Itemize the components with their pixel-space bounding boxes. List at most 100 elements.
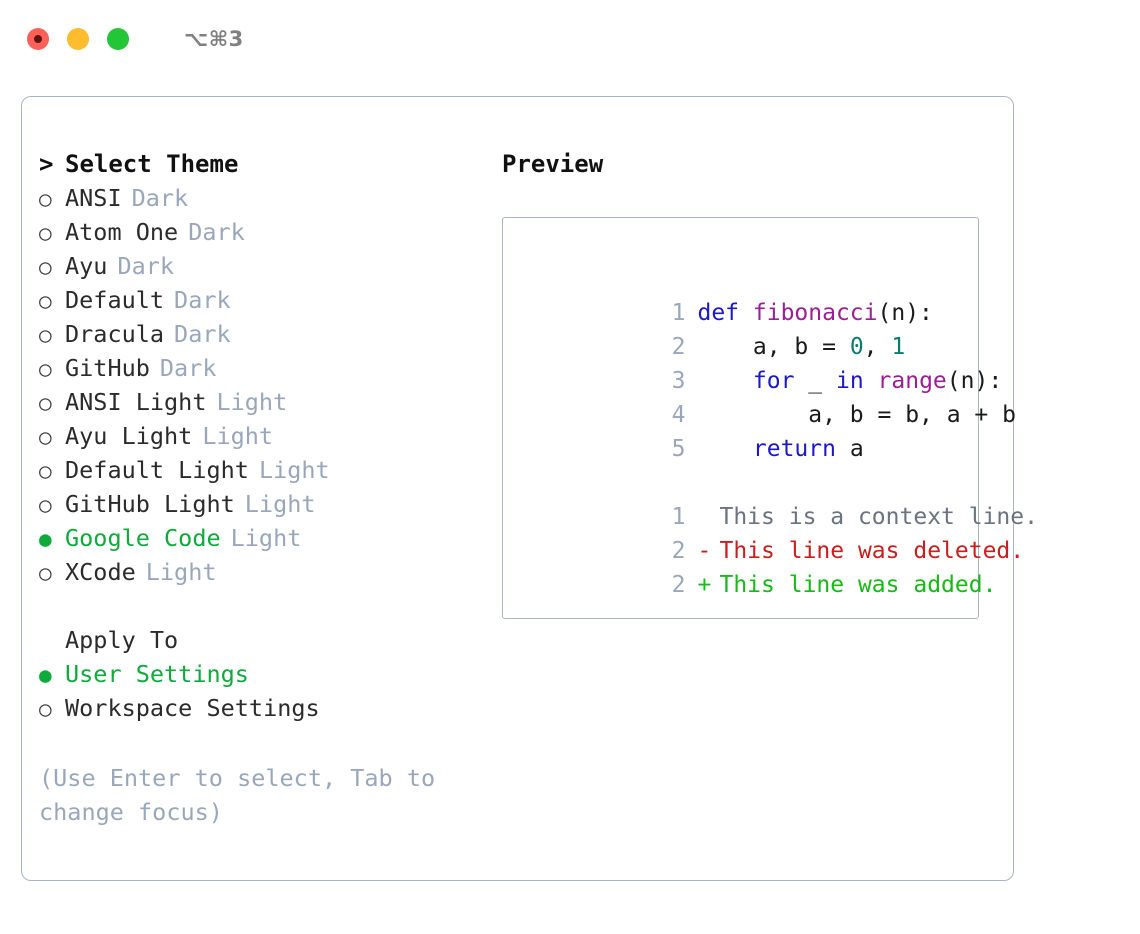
- radio-unselected-icon: ○: [39, 289, 52, 313]
- code-token: fibonacci: [752, 300, 878, 326]
- theme-option-label: XCode: [65, 558, 136, 586]
- code-token: (n):: [946, 368, 1003, 394]
- keyboard-hint: (Use Enter to select, Tab to change focu…: [39, 761, 449, 829]
- line-number: 3: [671, 368, 686, 394]
- theme-option-label: Dracula: [65, 320, 165, 348]
- code-line: 5 return a: [521, 398, 978, 462]
- theme-option-label: ANSI Light: [65, 388, 207, 416]
- theme-variant-tag: Light: [202, 422, 274, 450]
- diff-text: This is a context line.: [719, 504, 1038, 530]
- diff-marker: +: [697, 572, 712, 598]
- radio-unselected-icon: ○: [39, 425, 52, 449]
- theme-option-label: ANSI: [65, 184, 122, 212]
- theme-variant-tag: Light: [258, 456, 330, 484]
- diff-line-added: 2 + This line was added.: [521, 534, 997, 598]
- code-token: range: [877, 368, 947, 394]
- diff-text: This line was added.: [719, 572, 997, 598]
- line-number: 2: [671, 334, 686, 360]
- radio-unselected-icon: ○: [39, 493, 52, 517]
- code-token: a, b =: [697, 334, 850, 360]
- code-line: 3 for _ in range(n):: [521, 330, 1003, 394]
- theme-option-github-light[interactable]: ○ GitHub Light Light: [39, 487, 469, 521]
- line-number: 5: [671, 436, 686, 462]
- theme-variant-tag: Dark: [174, 320, 231, 348]
- code-token: a: [835, 436, 864, 462]
- radio-unselected-icon: ○: [39, 221, 52, 245]
- theme-variant-tag: Light: [145, 558, 217, 586]
- code-token: [864, 368, 878, 394]
- keyboard-shortcut-label: ⌥⌘3: [184, 27, 244, 51]
- maximize-window-button[interactable]: [107, 28, 129, 50]
- code-line: 2 a, b = 0, 1: [521, 296, 978, 360]
- theme-option-github[interactable]: ○ GitHub Dark: [39, 351, 469, 385]
- code-token: [697, 436, 752, 462]
- theme-picker-heading: > Select Theme: [39, 147, 469, 181]
- apply-to-option-label: Workspace Settings: [65, 694, 320, 722]
- close-window-button[interactable]: [27, 28, 49, 50]
- radio-unselected-icon: ○: [39, 255, 52, 279]
- code-token: in: [835, 368, 864, 394]
- apply-to-option-workspace-settings[interactable]: ○ Workspace Settings: [39, 691, 469, 725]
- theme-variant-tag: Dark: [159, 354, 217, 382]
- theme-option-ansi-light[interactable]: ○ ANSI Light Light: [39, 385, 469, 419]
- code-token: a, b = b, a + b: [697, 402, 1016, 428]
- preview-box: 1 def fibonacci (n): 2 a, b = 0, 1 3 for _…: [502, 217, 1038, 619]
- theme-option-label: GitHub Light: [65, 490, 235, 518]
- theme-option-label: Default: [65, 286, 165, 314]
- theme-option-google-code[interactable]: ● Google Code Light: [39, 521, 469, 555]
- theme-option-label: Atom One: [65, 218, 179, 246]
- radio-unselected-icon: ○: [39, 391, 52, 415]
- code-token: _: [794, 368, 836, 394]
- theme-option-dracula[interactable]: ○ Dracula Dark: [39, 317, 469, 351]
- minimize-window-button[interactable]: [67, 28, 89, 50]
- code-token: return: [752, 436, 836, 462]
- apply-to-option-user-settings[interactable]: ●User Settings: [39, 657, 469, 691]
- theme-option-label: Ayu Light: [65, 422, 193, 450]
- code-token: def: [697, 300, 753, 326]
- theme-variant-tag: Light: [230, 524, 302, 552]
- radio-unselected-icon: ○: [39, 561, 52, 585]
- radio-unselected-icon: ○: [39, 697, 52, 721]
- keyboard-hint-line-2: change focus): [39, 798, 223, 826]
- preview-title: Preview: [502, 150, 604, 178]
- prompt-caret-icon: >: [39, 150, 54, 178]
- theme-option-label: Ayu: [65, 252, 108, 280]
- code-token: [697, 368, 752, 394]
- apply-to-title: Apply To: [65, 626, 179, 654]
- page-title: Select Theme: [65, 150, 239, 178]
- radio-unselected-icon: ○: [39, 323, 52, 347]
- radio-selected-icon: ●: [39, 527, 52, 551]
- line-number: 4: [671, 402, 686, 428]
- diff-text: This line was deleted.: [719, 538, 1025, 564]
- title-bar: ⌥⌘3: [0, 0, 1140, 78]
- line-number: 1: [671, 504, 686, 530]
- diff-line-deleted: 2-This line was deleted.: [521, 500, 1025, 564]
- code-token: 0: [849, 334, 864, 360]
- theme-option-ansi[interactable]: ○ ANSI Dark: [39, 181, 469, 215]
- theme-variant-tag: Dark: [117, 252, 175, 280]
- theme-option-ayu-light[interactable]: ○ Ayu Light Light: [39, 419, 469, 453]
- theme-option-xcode[interactable]: ○ XCode Light: [39, 555, 469, 589]
- diff-marker: -: [697, 538, 712, 564]
- radio-unselected-icon: ○: [39, 187, 52, 211]
- theme-variant-tag: Dark: [131, 184, 189, 212]
- line-number: 2: [671, 572, 686, 598]
- theme-variant-tag: Light: [244, 490, 316, 518]
- section-spacer: [39, 589, 469, 623]
- radio-unselected-icon: ○: [39, 357, 52, 381]
- preview-panel: Preview 1 def fibonacci (n): 2 a, b = 0, 1…: [502, 147, 1038, 619]
- theme-variant-tag: Light: [216, 388, 288, 416]
- code-line: 4 a, b = b, a + b: [521, 364, 1016, 428]
- blank-marker-icon: ○: [39, 624, 65, 658]
- theme-option-ayu[interactable]: ○ Ayu Dark: [39, 249, 469, 283]
- apply-to-option-label: User Settings: [65, 660, 249, 688]
- theme-option-label: GitHub: [65, 354, 150, 382]
- theme-option-label: Default Light: [65, 456, 249, 484]
- theme-option-label: Google Code: [65, 524, 221, 552]
- line-number: 1: [671, 300, 686, 326]
